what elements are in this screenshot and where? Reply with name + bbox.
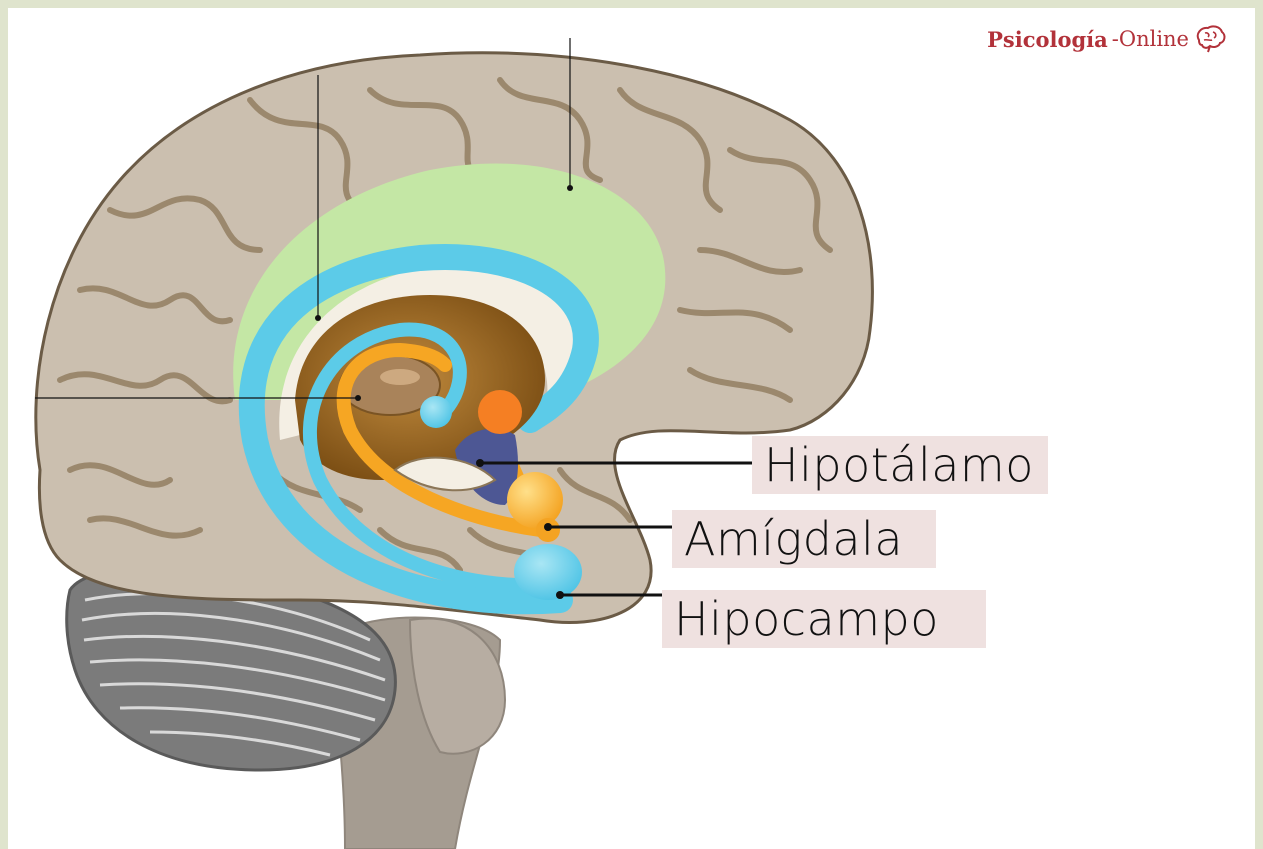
brand-logo: Psicología-Online (987, 24, 1227, 54)
amygdala (507, 472, 563, 528)
label-hipocampo: Hipocampo (662, 590, 986, 648)
mammillary-body (478, 390, 522, 434)
label-hipotalamo: Hipotálamo (752, 436, 1048, 494)
label-amigdala: Amígdala (672, 510, 936, 568)
blue-bulb (420, 396, 452, 428)
brain-icon (1193, 24, 1227, 54)
brand-name-bold: Psicología (987, 27, 1108, 52)
hippocampus (514, 544, 582, 600)
brand-name-rest: -Online (1112, 27, 1189, 51)
